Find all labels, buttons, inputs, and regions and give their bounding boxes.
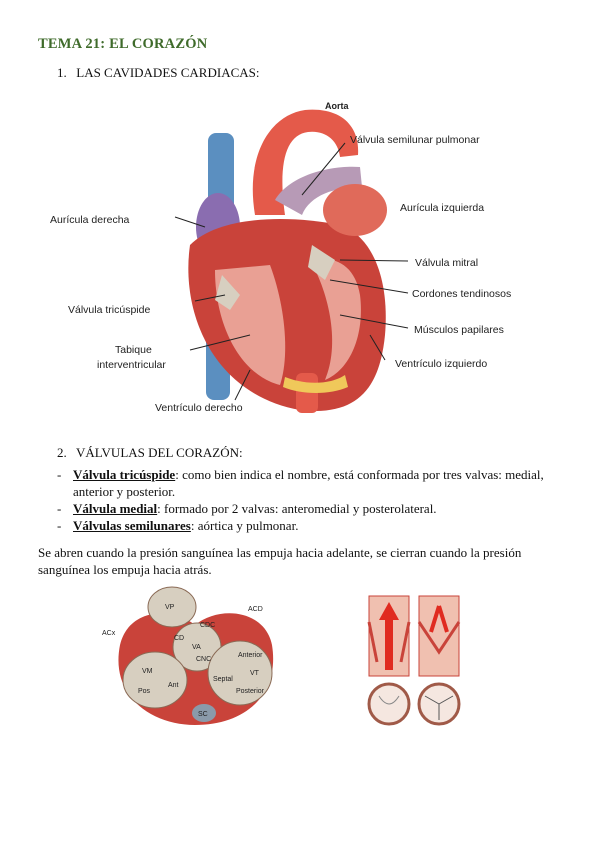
label-cdc: CDC [200,622,215,629]
label-auricula-izquierda: Aurícula izquierda [400,202,484,214]
label-vp: VP [165,604,175,611]
valve-name-medial: Válvula medial [73,501,158,516]
section-1-title: LAS CAVIDADES CARDIACAS: [76,65,260,80]
label-posterior: Posterior [236,688,265,695]
label-cd: CD [174,635,184,642]
label-anterior: Anterior [238,652,263,659]
section-2-title: VÁLVULAS DEL CORAZÓN: [76,445,243,460]
mitral-valve-shape [308,245,335,280]
label-ventriculo-izquierdo: Ventrículo izquierdo [395,358,487,370]
mitral-valve [122,651,188,709]
section-1-number: 1. [57,65,67,80]
flow-back-arrow [429,605,449,633]
list-dash: - [57,467,62,482]
closed-valve-flaps [417,621,461,655]
list-dash: - [57,501,62,516]
label-semilunar-pulmonar: Válvula semilunar pulmonar [350,134,480,146]
list-item: - Válvulas semilunares: aórtica y pulmon… [57,517,557,534]
label-ant: Ant [168,682,179,689]
line-musculos [339,314,409,329]
valve-desc-medial: : formado por 2 valvas: anteromedial y p… [157,501,437,516]
valve-desc-semilunares: : aórtica y pulmonar. [190,518,299,533]
label-tricuspide: Válvula tricúspide [68,304,150,316]
line-auricula-der [174,216,206,228]
list-item: - Válvula medial: formado por 2 valvas: … [57,500,557,517]
descending-aorta [296,373,318,413]
label-cordones: Cordones tendinosos [412,288,511,300]
valve-name-semilunares: Válvulas semilunares [73,518,191,533]
valves-paragraph: Se abren cuando la presión sanguínea las… [38,545,522,577]
closed-valve-commissures [424,695,454,720]
valve-name-tricuspide: Válvula tricúspide [73,467,176,482]
tricuspid-valve-shape [215,275,240,310]
page-title: TEMA 21: EL CORAZÓN [38,36,208,52]
line-vent-izq [369,334,386,361]
label-valvula-mitral: Válvula mitral [415,257,478,269]
valve-flow-diagram [367,595,461,726]
flow-up-arrow [379,602,399,670]
line-semilunar [301,142,346,196]
line-tabique [189,334,251,351]
label-vm: VM [142,668,153,675]
valves-cross-section: VP ACD ACx CDC CD VA CNC VM Ant Pos Ante… [102,586,274,725]
valve-desc-tricuspide: : como bien indica el nombre, está confo… [73,467,544,499]
valves-list: - Válvula tricúspide: como bien indica e… [57,466,557,534]
line-mitral [339,259,409,262]
label-tabique-2: interventricular [97,359,166,371]
coronary-sinus [192,704,216,722]
label-sc: SC [198,711,208,718]
label-musculos: Músculos papilares [414,324,504,336]
tricuspid-valve [207,640,273,706]
label-aorta: Aorta [325,101,349,111]
pulmonary-trunk [275,166,362,215]
list-dash: - [57,518,62,533]
line-vent-der [234,369,251,401]
line-tricuspide [194,294,226,302]
label-vt: VT [250,670,260,677]
open-valve-flap-left [367,621,379,663]
open-valve-opening [378,695,400,705]
label-acd: ACD [248,606,263,613]
section-1-heading: 1. LAS CAVIDADES CARDIACAS: [57,65,259,81]
label-auricula-derecha: Aurícula derecha [50,214,130,226]
label-pos: Pos [138,688,151,695]
coronary-fat [283,375,348,393]
aorta-arch [252,109,359,215]
left-atrium [323,184,387,236]
label-cnc: CNC [196,656,211,663]
label-septal: Septal [213,676,233,683]
label-va: VA [192,644,201,651]
label-acx: ACx [102,630,116,637]
line-cordones [329,279,409,294]
left-ventricle-cavity [310,258,361,380]
section-2-heading: 2. VÁLVULAS DEL CORAZÓN: [57,445,243,461]
heart-diagram: Aorta Válvula semilunar pulmonar Aurícul… [50,101,511,414]
open-valve-flap-right [399,621,411,663]
section-2-number: 2. [57,445,67,460]
pulmonary-valve [147,586,197,628]
label-tabique-1: Tabique [115,344,152,356]
list-item: - Válvula tricúspide: como bien indica e… [57,466,557,500]
label-ventriculo-derecho: Ventrículo derecho [155,402,243,414]
